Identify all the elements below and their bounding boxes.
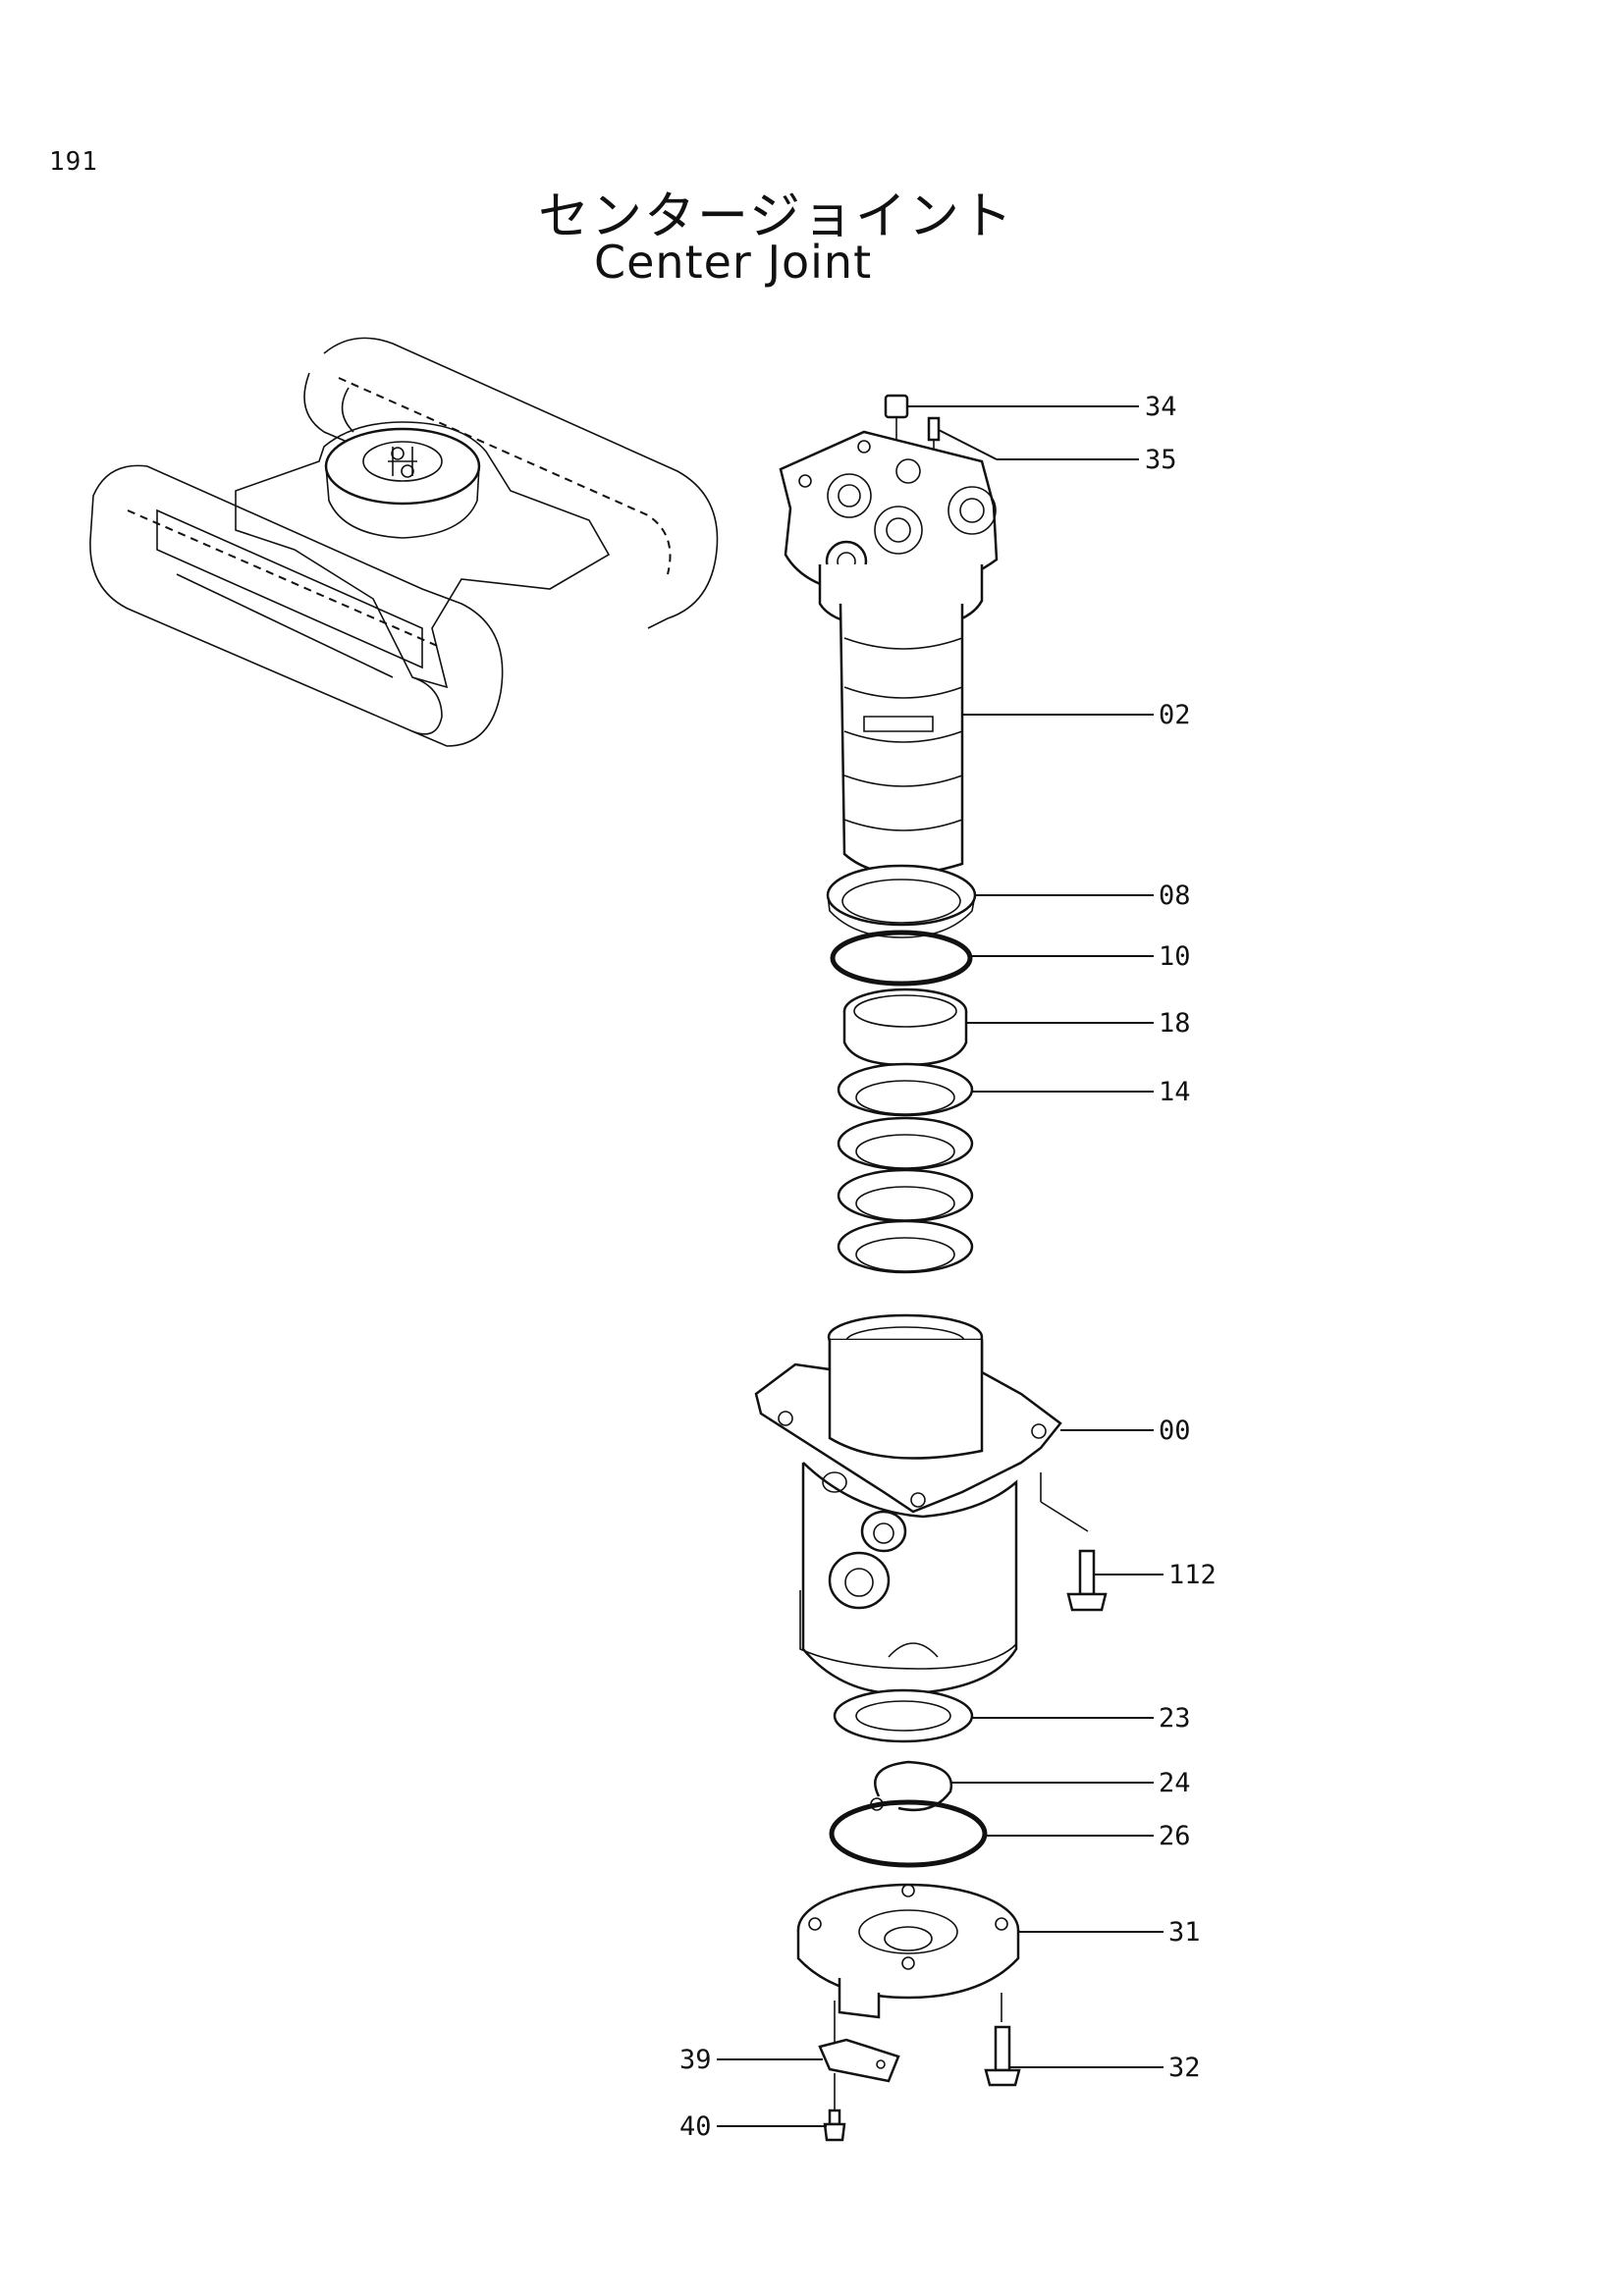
callout-40: 40 [679,2111,712,2142]
callout-14: 14 [1159,1077,1191,1107]
callout-00: 00 [1159,1415,1191,1446]
callout-02: 02 [1159,700,1191,730]
callout-112: 112 [1168,1560,1217,1590]
callout-39: 39 [679,2045,712,2075]
callout-34: 34 [1145,392,1177,422]
part-10-oring [830,930,973,987]
part-112-bolt [1040,1472,1108,1612]
leader-lines [717,405,1164,2127]
part-112-bolt-shank [1078,1549,1096,1596]
callout-labels: 34 35 02 08 10 18 14 00 112 23 24 26 31 … [679,392,1217,2142]
part-08-seal [826,864,977,938]
callout-08: 08 [1159,881,1191,911]
part-02-spindle [779,430,999,876]
callout-35: 35 [1145,445,1177,475]
part-31-cover [796,1883,1020,2019]
undercarriage-illustration [89,337,719,747]
part-00-body [754,1313,1062,1695]
callout-24: 24 [1159,1768,1191,1798]
part-32-bolt [984,1993,1021,2087]
callout-18: 18 [1159,1008,1191,1039]
part-34-plug [884,394,909,419]
title-japanese: センタージョイント [538,187,1014,246]
callout-32: 32 [1168,2053,1201,2083]
part-35-nipple [927,416,941,442]
part-23-washer [833,1688,974,1743]
callout-26: 26 [1159,1821,1191,1851]
part-14-seals [837,1062,974,1274]
callout-31: 31 [1168,1917,1201,1948]
part-39-plate [818,2001,900,2110]
callout-10: 10 [1159,941,1191,972]
part-40-bolt [823,2109,846,2142]
part-26-oring [829,1799,988,1868]
callout-23: 23 [1159,1703,1191,1734]
part-18-ring [842,988,968,1067]
title-english: Center Joint [594,236,873,289]
page-number: 191 [49,147,98,177]
center-joint-parts [754,394,1108,2142]
